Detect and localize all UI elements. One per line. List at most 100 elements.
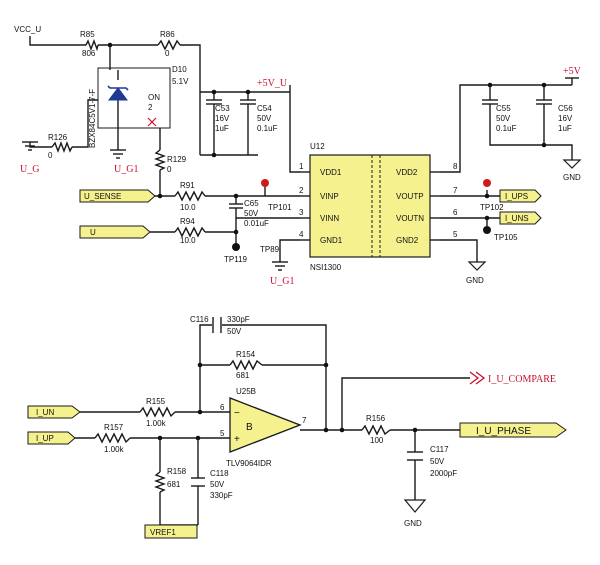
r155-resistor: R155 1.00k (139, 397, 176, 428)
ground-u-g1: U_G1 (110, 149, 138, 175)
d10-pin-marker: 2 (148, 103, 153, 112)
r91-value: 10.0 (180, 203, 196, 212)
c55-voltage: 50V (496, 114, 511, 123)
ground-u-g1-bottom: U_G1 (270, 261, 294, 287)
r154-value: 681 (236, 371, 250, 380)
u12-pin7-num: 7 (453, 186, 458, 195)
i-uns-tag: I_UNS (499, 211, 542, 225)
c55-capacitor: C55 50V 0.1uF (482, 99, 517, 133)
vref1-tag: VREF1 (144, 524, 198, 539)
c65-value: 0.01uF (244, 219, 269, 228)
i-u-compare-label: I_U_COMPARE (488, 374, 556, 385)
ground-u-g: U_G (20, 141, 39, 175)
u25b-opamp: U25B TLV9064IDR 6 5 7 − B + (220, 387, 307, 468)
u12-part: NSI1300 (310, 263, 342, 272)
r155-value: 1.00k (146, 419, 167, 428)
r154-ref: R154 (236, 350, 256, 359)
u12-pin7-name: VOUTP (396, 192, 424, 201)
c118-value: 330pF (210, 491, 233, 500)
i-ups-tag: I_UPS (499, 189, 542, 203)
tp119-ref: TP119 (224, 255, 248, 264)
u25b-minus: − (234, 408, 240, 419)
u25b-pin-pos: 5 (220, 429, 225, 438)
u12-pin4-name: GND1 (320, 236, 343, 245)
net-gnd-u12-label: GND (466, 276, 484, 285)
r158-value: 681 (167, 480, 181, 489)
r91-ref: R91 (180, 181, 195, 190)
tp101-testpoint: TP101 (261, 179, 292, 212)
c54-value: 0.1uF (257, 124, 278, 133)
r156-resistor: R156 100 (361, 414, 391, 445)
d10-part: BZX84C5V1-7-F (88, 89, 97, 148)
i-u-phase-label: I_U_PHASE (476, 426, 531, 437)
r156-value: 100 (370, 436, 384, 445)
r94-resistor: R94 10.0 (174, 217, 206, 245)
bottom-wires (75, 324, 470, 526)
r129-value: 0 (167, 165, 172, 174)
c118-voltage: 50V (210, 480, 225, 489)
c118-capacitor: C118 50V 330pF (191, 469, 233, 500)
r85-resistor: R85 806 (80, 30, 99, 58)
net-5v-label: +5V (563, 66, 582, 77)
c55-ref: C55 (496, 104, 511, 113)
u12-pin1-num: 1 (299, 162, 304, 171)
r91-resistor: R91 10.0 (174, 181, 206, 212)
u12-pin5-num: 5 (453, 230, 458, 239)
c53-capacitor: C53 16V 1uF (206, 99, 230, 133)
tp119-testpoint: TP119 (224, 243, 248, 264)
u12-pin1-name: VDD1 (320, 168, 342, 177)
r156-ref: R156 (366, 414, 386, 423)
c53-voltage: 16V (215, 114, 230, 123)
u25b-part: TLV9064IDR (226, 459, 272, 468)
c53-ref: C53 (215, 104, 230, 113)
tp89-ref: TP89 (260, 245, 280, 254)
c65-capacitor: C65 50V 0.01uF (229, 199, 269, 228)
net-5v-u: +5V_U (257, 78, 288, 89)
i-uns-label: I_UNS (505, 214, 529, 223)
u12-pin3-name: VINN (320, 214, 339, 223)
c117-ref: C117 (430, 445, 449, 454)
u12-pin6-name: VOUTN (396, 214, 424, 223)
c55-value: 0.1uF (496, 124, 517, 133)
r157-ref: R157 (104, 423, 124, 432)
r126-ref: R126 (48, 133, 68, 142)
d10-value: 5.1V (172, 77, 189, 86)
u12-isolation-amplifier: U12 NSI1300 1 2 3 4 VDD1 VINP VINN GND1 … (299, 142, 458, 272)
u12-pin8-num: 8 (453, 162, 458, 171)
u25b-unit: B (246, 422, 253, 433)
c54-ref: C54 (257, 104, 272, 113)
u12-pin4-num: 4 (299, 230, 304, 239)
c118-ref: C118 (210, 469, 229, 478)
r157-value: 1.00k (104, 445, 125, 454)
r126-value: 0 (48, 151, 53, 160)
r129-ref: R129 (167, 155, 187, 164)
i-un-tag: I_UN (27, 405, 81, 419)
i-up-tag: I_UP (27, 431, 76, 445)
i-un-label: I_UN (36, 408, 54, 417)
c117-capacitor: C117 50V 2000pF (407, 445, 457, 478)
r126-resistor: R126 0 (48, 133, 73, 160)
u25b-pin-neg: 6 (220, 403, 225, 412)
u-sense-label: U_SENSE (84, 192, 121, 201)
ground-gnd-bottom: GND (403, 499, 427, 528)
c117-voltage: 50V (430, 457, 445, 466)
u-tag: U (79, 225, 151, 239)
i-u-compare-port: I_U_COMPARE (469, 371, 556, 385)
u-label: U (90, 228, 96, 237)
r158-resistor: R158 681 (154, 467, 187, 493)
u12-pin6-num: 6 (453, 208, 458, 217)
i-up-label: I_UP (36, 434, 54, 443)
r85-ref: R85 (80, 30, 95, 39)
r129-resistor: R129 0 (154, 149, 187, 174)
u-sense-tag: U_SENSE (79, 189, 156, 203)
net-u-g-label: U_G (20, 164, 39, 175)
i-u-phase-tag: I_U_PHASE (459, 422, 567, 438)
c54-capacitor: C54 50V 0.1uF (240, 99, 278, 133)
c56-ref: C56 (558, 104, 573, 113)
d10-note: ON (148, 93, 160, 102)
c65-voltage: 50V (244, 209, 259, 218)
c116-ref: C116 (190, 315, 209, 324)
c54-voltage: 50V (257, 114, 272, 123)
i-ups-label: I_UPS (505, 192, 528, 201)
